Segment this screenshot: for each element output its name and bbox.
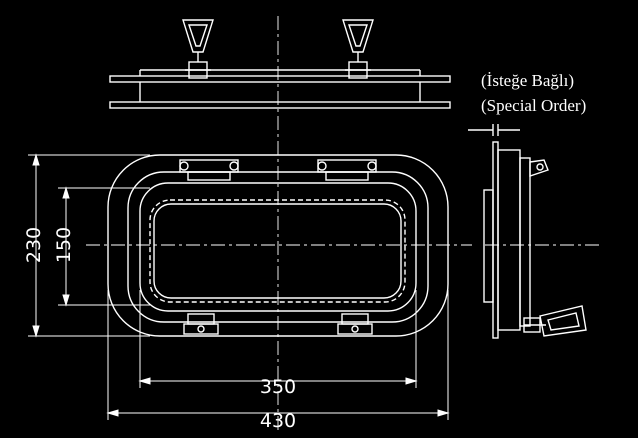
glass-opening: [149, 199, 406, 303]
dog-clamp-right: [337, 313, 373, 335]
hinge-right: [317, 159, 377, 181]
top-view: [109, 19, 451, 109]
hinge-left: [179, 159, 239, 181]
dog-clamp-left: [183, 313, 219, 335]
top-handle-right: [342, 19, 374, 79]
optional-note-en: (Special Order): [481, 96, 587, 115]
side-handle: [524, 305, 587, 337]
dim-outer-width: 430: [260, 410, 296, 432]
optional-note-tr: (İsteğe Bağlı): [481, 71, 574, 90]
outer-frame: [107, 154, 449, 337]
dimension-lines: [28, 153, 450, 420]
dim-inner-width: 350: [260, 376, 296, 398]
center-lines: [86, 16, 600, 432]
side-view: [468, 124, 587, 339]
front-view: [107, 154, 449, 337]
top-handle-left: [182, 19, 214, 79]
dimension-labels: 430 350 230 150: [23, 227, 296, 432]
dim-outer-height: 230: [23, 227, 45, 263]
dim-inner-height: 150: [53, 227, 75, 263]
